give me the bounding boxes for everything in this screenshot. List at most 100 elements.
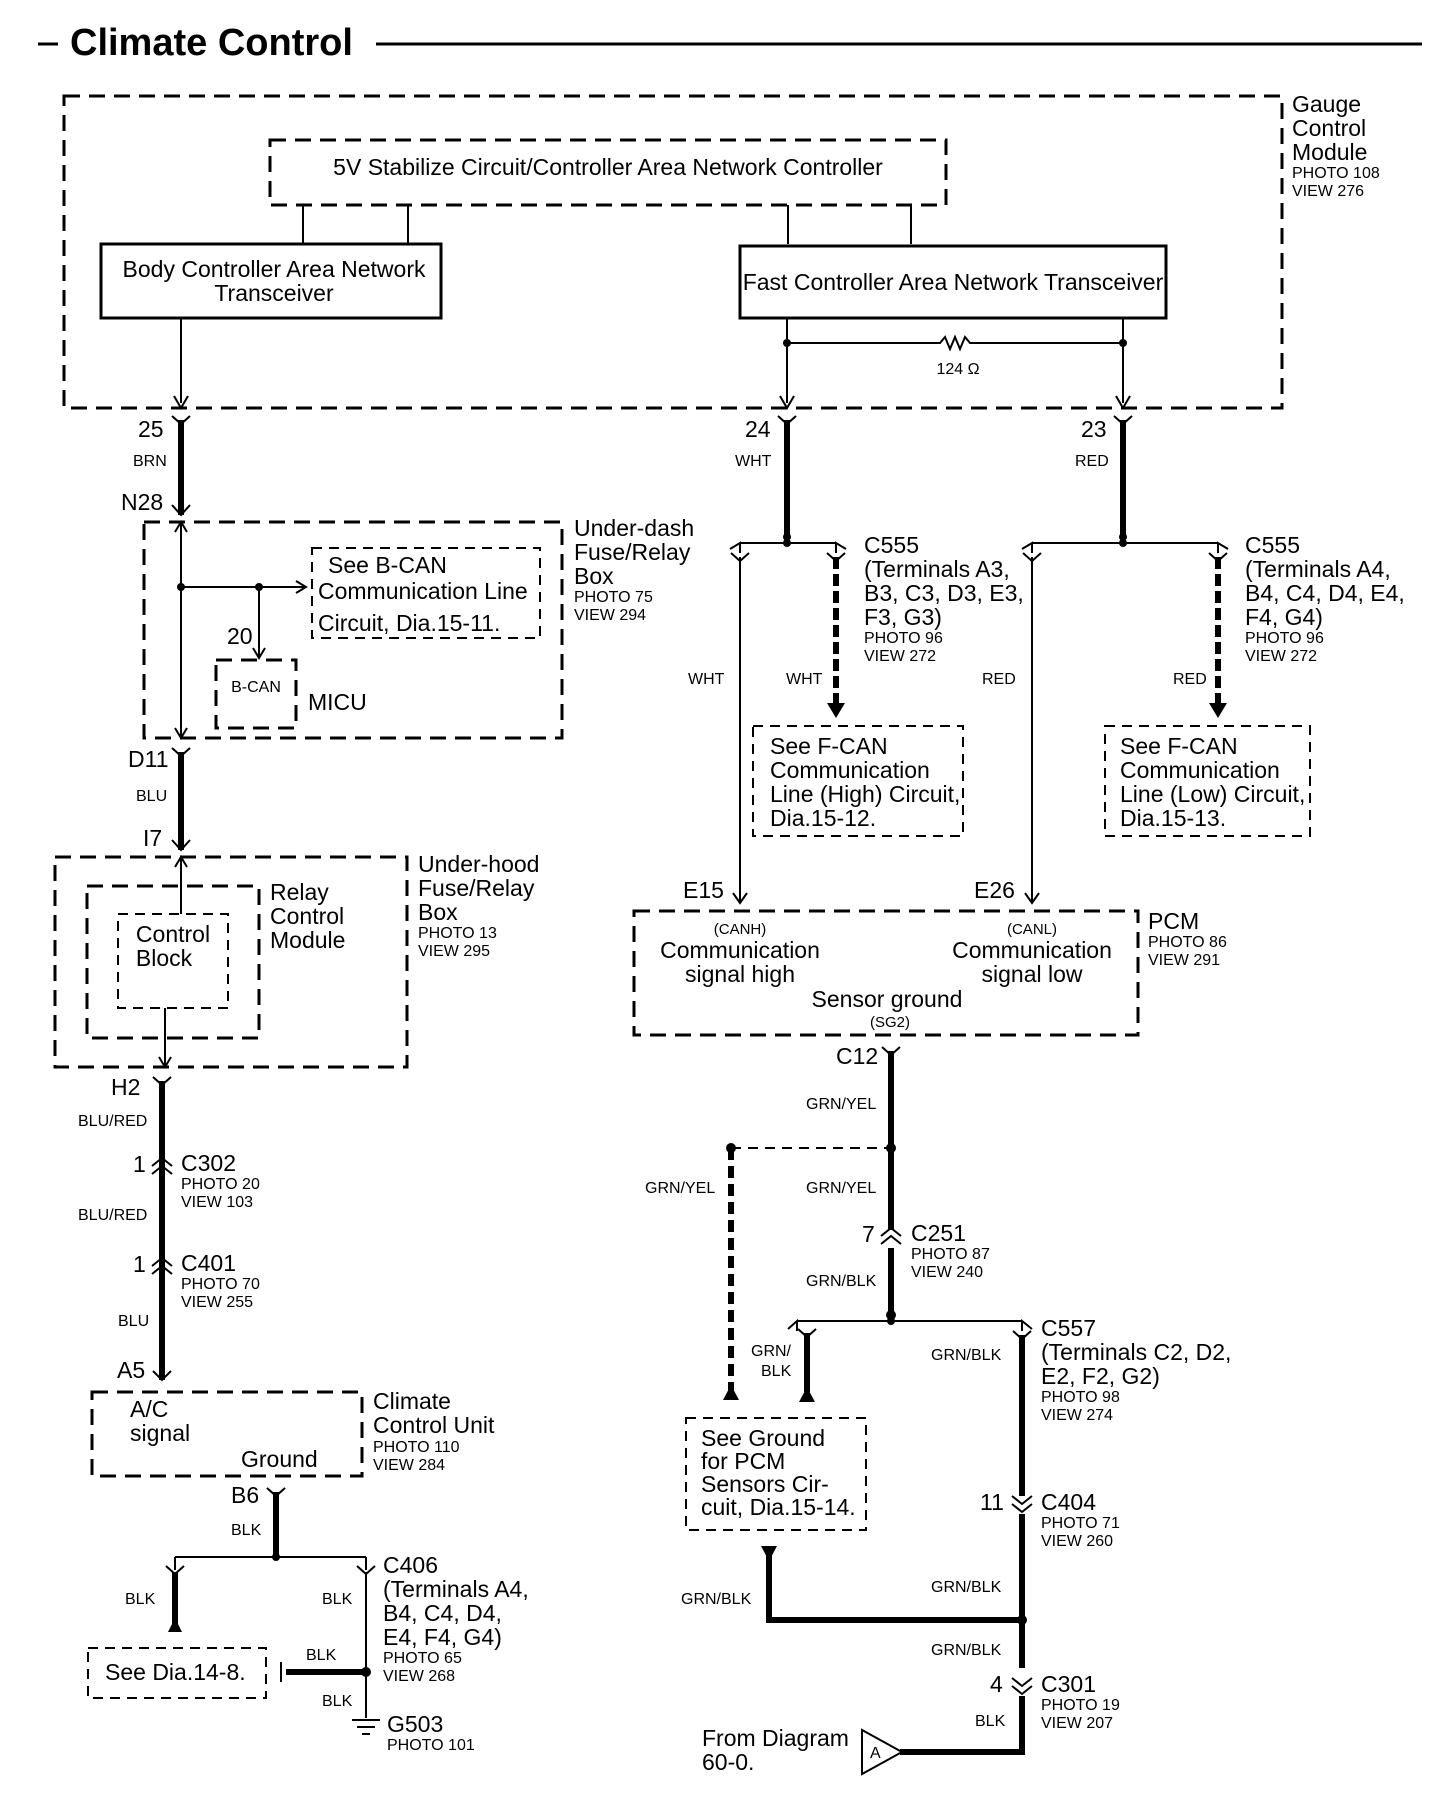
control-block-box (117, 913, 229, 1009)
see-dia-14-8-box (87, 1647, 267, 1699)
wire-blk-5: BLK (322, 1693, 353, 1710)
underdash-fuse-relay-box (142, 520, 564, 740)
c555-low-terms-3: F4, G4) (1245, 604, 1323, 630)
c555-high-terms-2: B3, C3, D3, E3, (864, 580, 1024, 606)
wire-grn-blk-1: GRN/BLK (806, 1273, 877, 1290)
pin-20: 20 (227, 623, 253, 649)
underhood-photo: PHOTO 13 (418, 925, 497, 942)
from-diagram-1: From Diagram (702, 1725, 849, 1751)
c302-pin: 1 (133, 1151, 146, 1177)
c557-name: C557 (1041, 1315, 1096, 1341)
underdash-photo: PHOTO 75 (574, 589, 653, 606)
underhood-name-1: Under-hood (418, 851, 539, 877)
gauge-module-photo: PHOTO 108 (1292, 165, 1380, 182)
climate-name-1: Climate (373, 1388, 451, 1414)
c555-low-terms-1: (Terminals A4, (1245, 556, 1391, 582)
body-can-label-1: Body Controller Area Network (123, 256, 426, 282)
pin-h2: H2 (111, 1074, 140, 1100)
pin-e15: E15 (683, 877, 724, 903)
c555-low-name: C555 (1245, 532, 1300, 558)
wire-blk-4: BLK (306, 1647, 337, 1664)
fcan-low-ref-2: Communication (1120, 757, 1280, 783)
signal-high-1: Communication (660, 937, 820, 963)
climate-name-2: Control Unit (373, 1412, 495, 1438)
signal-high-2: signal high (685, 961, 795, 987)
c301-pin: 4 (990, 1671, 1003, 1697)
c406-view: VIEW 268 (383, 1668, 455, 1685)
g503-photo: PHOTO 101 (387, 1737, 475, 1754)
c555-high-terms-1: (Terminals A3, (864, 556, 1010, 582)
c406-terms-3: E4, F4, G4) (383, 1624, 502, 1650)
canh-label: (CANH) (714, 921, 767, 938)
c555-high-view: VIEW 272 (864, 648, 936, 665)
ac-signal-1: A/C (130, 1396, 168, 1422)
sensor-ground-label: Sensor ground (812, 986, 963, 1012)
pin-i7: I7 (143, 825, 162, 851)
fcan-low-ref-1: See F-CAN (1120, 733, 1238, 759)
gauge-module-name-3: Module (1292, 139, 1367, 165)
page-title: Climate Control (70, 22, 353, 64)
c301-view: VIEW 207 (1041, 1715, 1113, 1732)
wire-grn-blk-split-2: BLK (761, 1363, 792, 1380)
pcm-name: PCM (1148, 908, 1199, 934)
pin-a5: A5 (117, 1357, 145, 1383)
fcan-high-ref-4: Dia.15-12. (770, 805, 876, 831)
c555-high-terms-3: F3, G3) (864, 604, 942, 630)
sg2-label: (SG2) (870, 1014, 910, 1031)
c406-terms-2: B4, C4, D4, (383, 1600, 502, 1626)
pin-d11: D11 (128, 746, 169, 772)
fcan-high-ref-2: Communication (770, 757, 930, 783)
fast-can-label: Fast Controller Area Network Transceiver (743, 269, 1164, 295)
c301-name: C301 (1041, 1671, 1096, 1697)
terminating-resistor (787, 334, 1123, 352)
bcan-label: B-CAN (231, 679, 281, 696)
c404-pin: 11 (980, 1489, 1004, 1515)
c557-view: VIEW 274 (1041, 1407, 1113, 1424)
body-can-transceiver-box (99, 242, 443, 320)
c555-low-photo: PHOTO 96 (1245, 630, 1324, 647)
c557-photo: PHOTO 98 (1041, 1389, 1120, 1406)
signal-low-1: Communication (952, 937, 1112, 963)
relay-label-3: Module (270, 927, 345, 953)
c406-photo: PHOTO 65 (383, 1650, 462, 1667)
wire-brn: BRN (133, 453, 167, 470)
c302-photo: PHOTO 20 (181, 1176, 260, 1193)
climate-control-unit-box (90, 1390, 364, 1478)
canl-label: (CANL) (1007, 921, 1057, 938)
underdash-name-2: Fuse/Relay (574, 539, 691, 565)
wire-wht-2: WHT (688, 671, 725, 688)
pin-23: 23 (1081, 416, 1107, 442)
off-page-label: A (870, 1745, 881, 1762)
pcm-view: VIEW 291 (1148, 952, 1220, 969)
wire-grn-blk-4: GRN/BLK (681, 1591, 752, 1608)
c555-low-terms-2: B4, C4, D4, E4, (1245, 580, 1405, 606)
pin-c12: C12 (836, 1043, 878, 1069)
micu-bcan-box (214, 658, 298, 730)
underdash-view: VIEW 294 (574, 607, 646, 624)
wire-wht-3: WHT (786, 671, 823, 688)
wire-red-2: RED (982, 671, 1016, 688)
c555-high-name: C555 (864, 532, 919, 558)
wire-grn-yel-3: GRN/YEL (806, 1180, 876, 1197)
wire-blk-2: BLK (125, 1591, 156, 1608)
c251-view: VIEW 240 (911, 1264, 983, 1281)
c301-photo: PHOTO 19 (1041, 1697, 1120, 1714)
fcan-low-reference-box (1104, 725, 1311, 837)
underhood-name-2: Fuse/Relay (418, 875, 535, 901)
gauge-module-name-1: Gauge (1292, 91, 1361, 117)
climate-photo: PHOTO 110 (373, 1439, 460, 1456)
pin-e26: E26 (974, 877, 1015, 903)
wire-blk-6: BLK (975, 1713, 1006, 1730)
fcan-low-ref-3: Line (Low) Circuit, (1120, 781, 1305, 807)
ac-signal-2: signal (130, 1420, 190, 1446)
wire-wht-1: WHT (735, 453, 772, 470)
wire-blk-3: BLK (322, 1591, 353, 1608)
resistor-label: 124 Ω (936, 361, 979, 378)
body-can-label-2: Transceiver (214, 280, 334, 306)
fcan-low-ref-4: Dia.15-13. (1120, 805, 1226, 831)
fcan-high-ref-1: See F-CAN (770, 733, 888, 759)
c401-view: VIEW 255 (181, 1294, 253, 1311)
micu-label: MICU (308, 689, 367, 715)
stabilizer-box (268, 138, 948, 207)
